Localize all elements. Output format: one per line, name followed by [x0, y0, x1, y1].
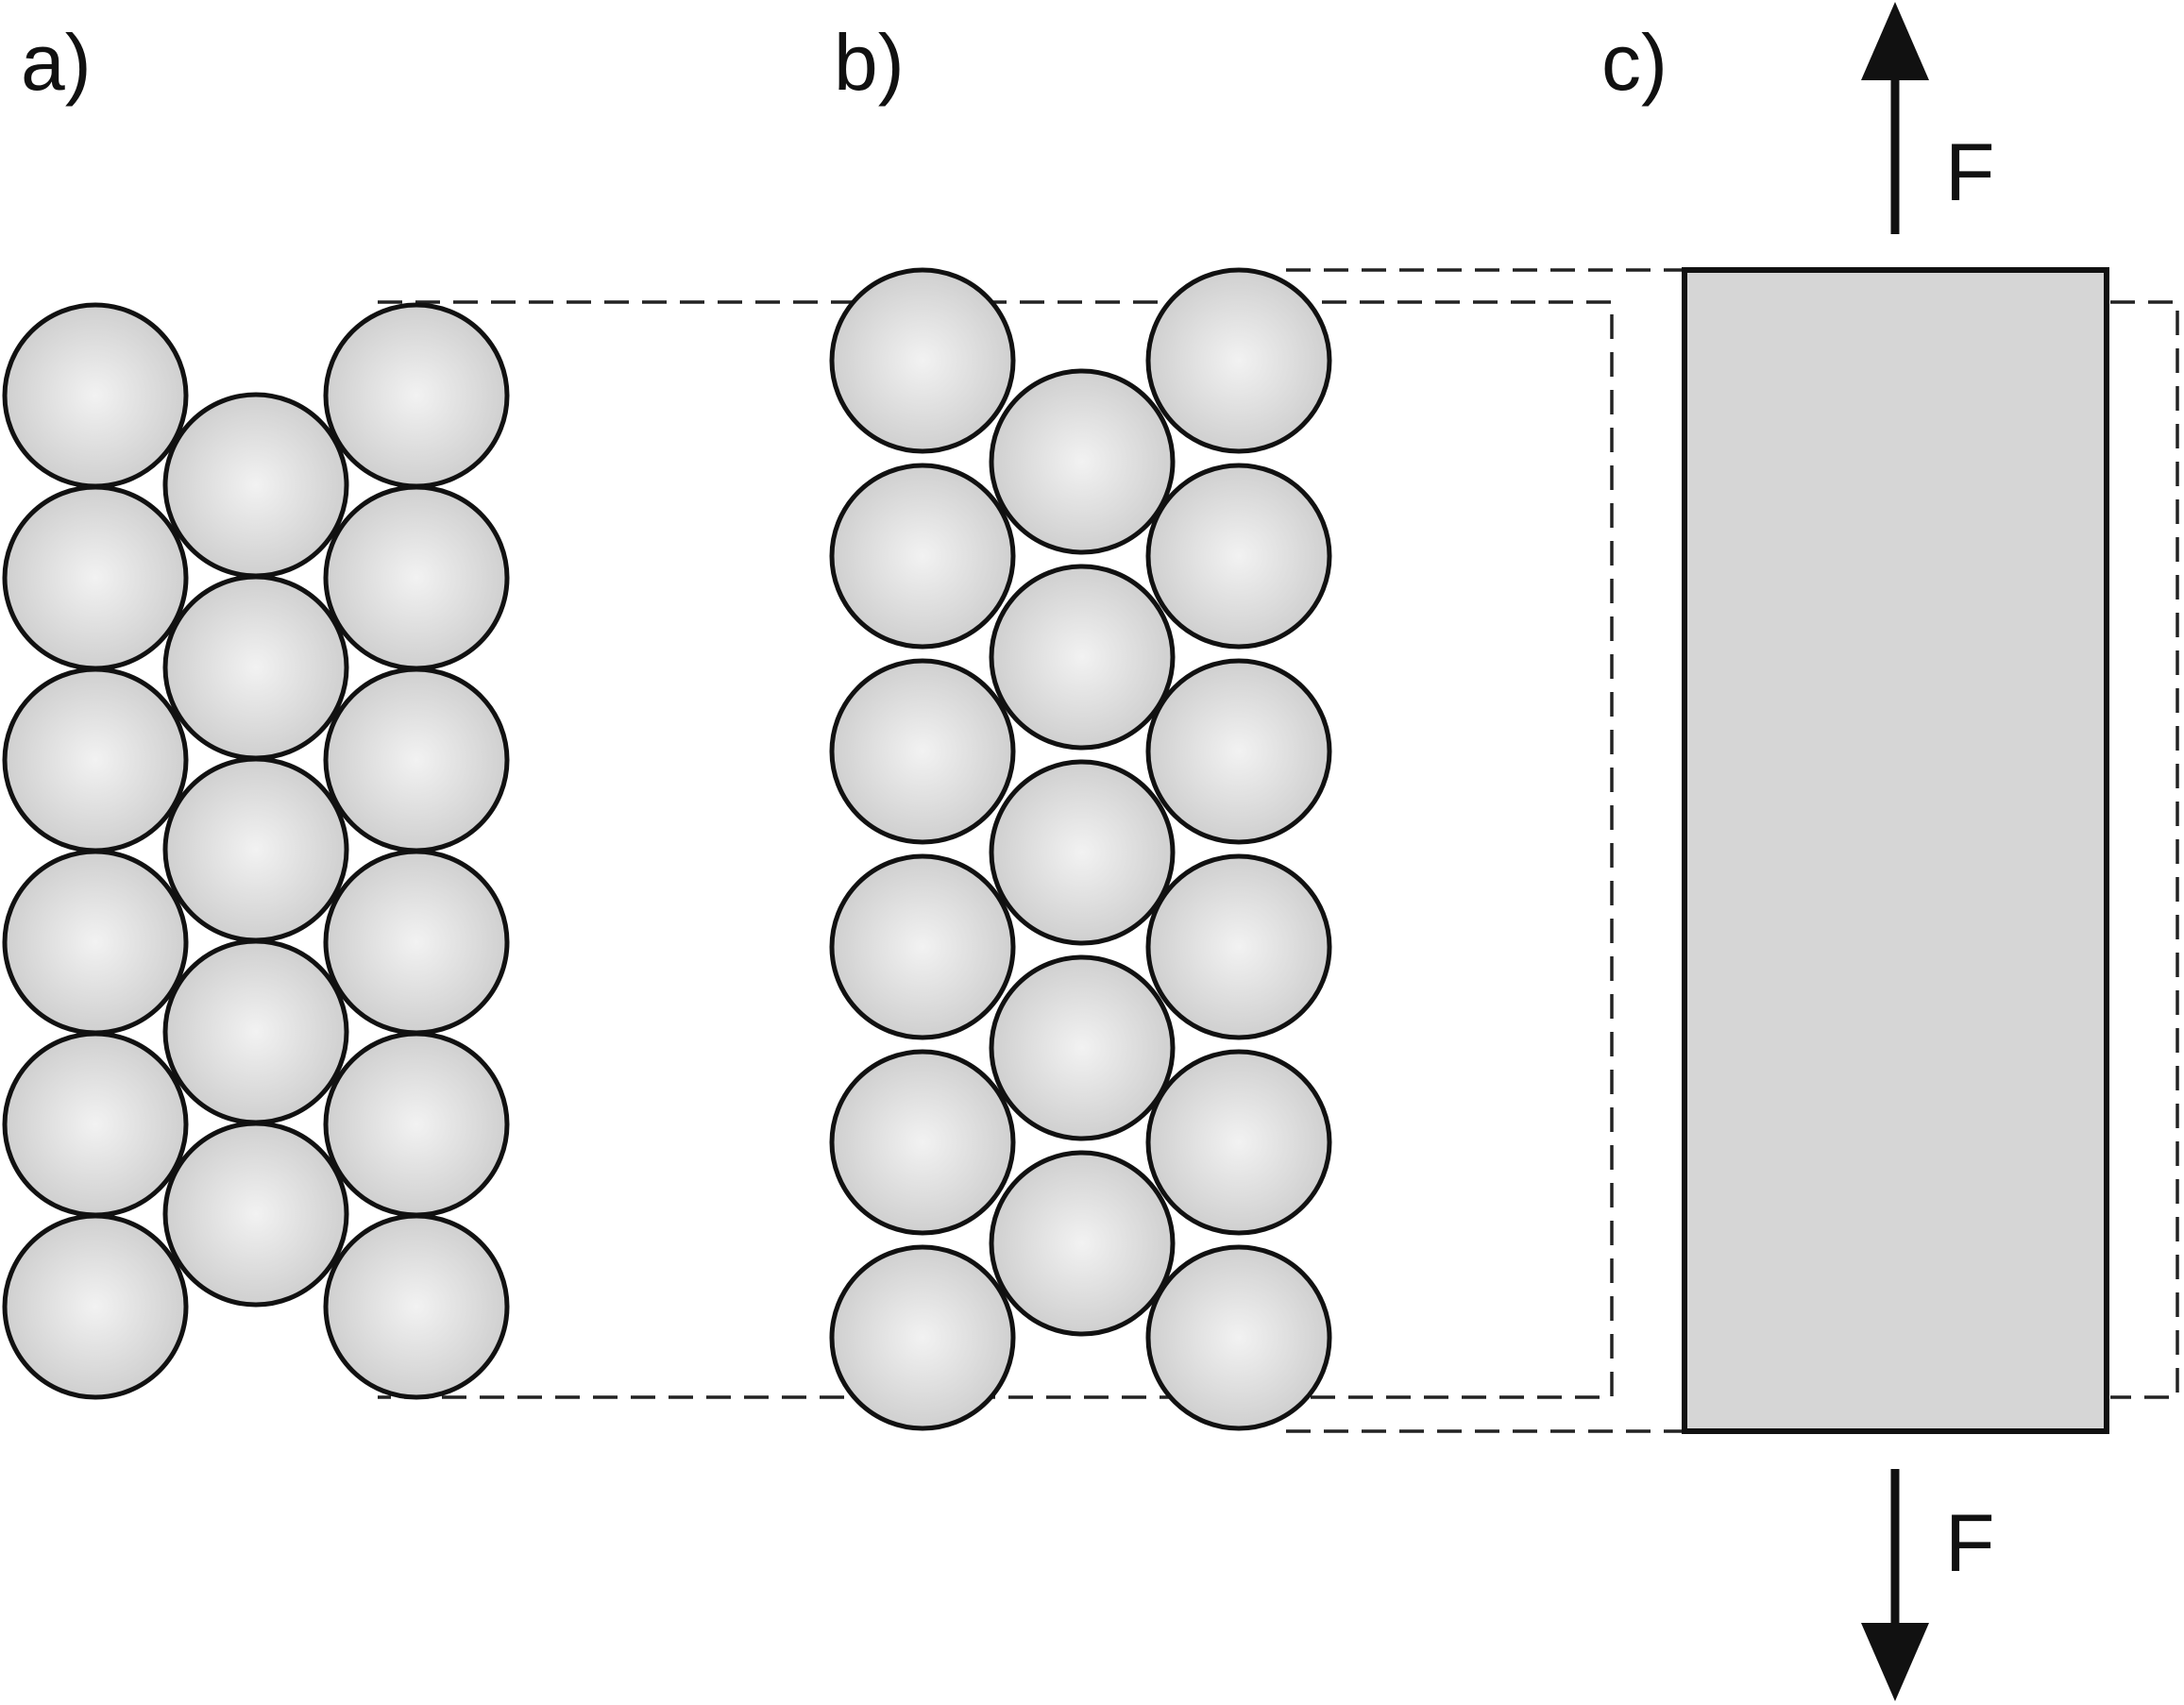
panel-a-particle-right: [323, 302, 510, 489]
panel-a-particle-left: [2, 667, 189, 853]
panel-a-particle-right: [323, 849, 510, 1036]
stretched-block: [1682, 267, 2109, 1434]
panel-c-label: c): [1601, 18, 1668, 107]
panel-a-particle-right: [323, 667, 510, 853]
panel-b-particle-left: [829, 1244, 1016, 1431]
panel-b-particle-middle: [989, 759, 1176, 946]
top-force-arrow: [1861, 2, 1929, 234]
panel-a-label: a): [21, 18, 92, 107]
panel-a-particle-middle: [162, 574, 349, 761]
panel-a-particle-middle: [162, 938, 349, 1125]
panel-b-particle-middle: [989, 368, 1176, 555]
panel-a-particle-left: [2, 1031, 189, 1218]
panel-a-particle-middle: [162, 756, 349, 943]
panel-a-particle-right: [323, 1213, 510, 1400]
panel-a-particle-right: [323, 484, 510, 671]
panel-b-particle-middle: [989, 1150, 1176, 1337]
panel-a-particle-left: [2, 1213, 189, 1400]
panel-a-particle-left: [2, 302, 189, 489]
top-force-label: F: [1945, 127, 1995, 218]
panel-b-particle-left: [829, 463, 1016, 650]
up-arrow-icon: [1861, 2, 1929, 80]
panel-b-particles: [829, 267, 1332, 1431]
original-height-right-line: [2110, 300, 2179, 1399]
panel-b-particle-right: [1145, 463, 1332, 650]
panel-b-particle-middle: [989, 564, 1176, 751]
panel-b-particle-left: [829, 267, 1016, 454]
down-arrow-icon: [1861, 1623, 1929, 1701]
panel-a-particle-middle: [162, 392, 349, 579]
panel-b-particle-right: [1145, 1244, 1332, 1431]
panel-b-label: b): [834, 18, 905, 107]
stretched-height-outline: [1286, 268, 1683, 1433]
bottom-force-label: F: [1945, 1498, 1995, 1589]
panel-b-particle-left: [829, 853, 1016, 1040]
panel-a-particle-left: [2, 484, 189, 671]
bottom-force-arrow: [1861, 1469, 1929, 1701]
panel-b-particle-right: [1145, 1049, 1332, 1236]
panel-a-particle-right: [323, 1031, 510, 1218]
panel-b-particle-middle: [989, 954, 1176, 1141]
panel-a-particle-left: [2, 849, 189, 1036]
panel-b-particle-right: [1145, 658, 1332, 845]
panel-b-particle-right: [1145, 853, 1332, 1040]
panel-b-particle-left: [829, 1049, 1016, 1236]
panel-b-particle-left: [829, 658, 1016, 845]
panel-a-particles: [2, 302, 510, 1400]
panel-a-particle-middle: [162, 1121, 349, 1308]
panel-b-particle-right: [1145, 267, 1332, 454]
